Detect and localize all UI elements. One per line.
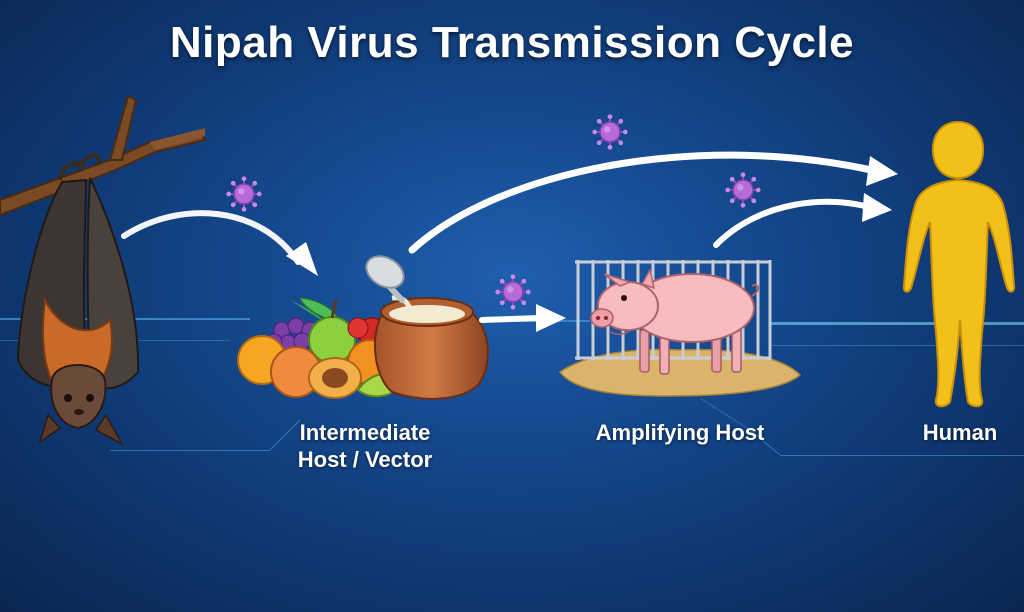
diagram-title: Nipah Virus Transmission Cycle (169, 18, 855, 67)
pig-icon (590, 267, 759, 375)
fruit-bat-icon (0, 94, 207, 446)
arrow-food-to-pig (479, 304, 566, 332)
human-silhouette-icon (902, 120, 1016, 408)
intermediate-host-label: Intermediate Host / Vector (270, 419, 460, 473)
sap-pot-icon (365, 255, 489, 400)
glow-lines (0, 318, 1024, 456)
amplifying-host-label: Amplifying Host (595, 420, 765, 445)
virus-icon (226, 176, 262, 212)
arrow-food-to-human (408, 151, 898, 254)
virus-icon (495, 274, 531, 310)
intermediate-label-line1: Intermediate (299, 420, 431, 445)
arrow-bat-to-food (121, 210, 318, 276)
human-label: Human (922, 420, 998, 445)
virus-icon (592, 114, 628, 150)
intermediate-label-line2: Host / Vector (297, 447, 433, 472)
arrow-pig-to-human (713, 193, 892, 248)
virus-icon (725, 172, 761, 208)
